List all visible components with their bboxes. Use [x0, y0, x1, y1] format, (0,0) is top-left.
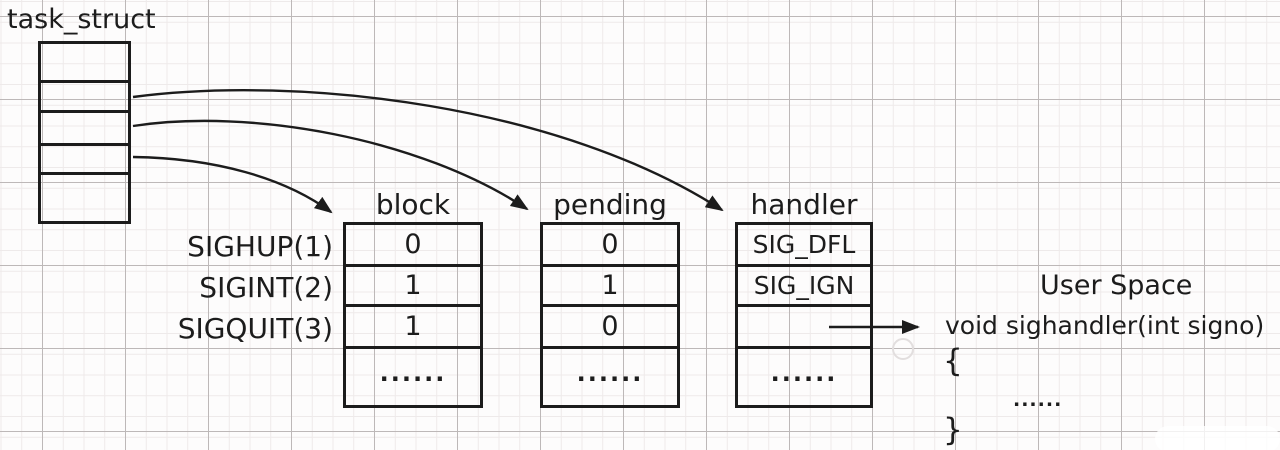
task-struct-cell-4 — [41, 143, 128, 172]
pending-cell-sigint: 1 — [543, 264, 677, 304]
handler-table: SIG_DFL SIG_IGN ...... — [735, 222, 873, 408]
task-struct-box — [38, 41, 131, 224]
function-body-ellipsis: ...... — [1013, 389, 1063, 411]
block-cell-ellipsis: ...... — [346, 346, 480, 405]
column-header-block: block — [375, 188, 451, 221]
block-cell-sigquit: 1 — [346, 304, 480, 346]
handler-cell-sigquit — [738, 304, 870, 346]
task-struct-cell-1 — [41, 44, 128, 80]
pending-cell-ellipsis: ...... — [543, 346, 677, 405]
arrow-task-to-block — [132, 155, 333, 214]
block-cell-sighup: 0 — [404, 229, 422, 260]
task-struct-cell-5 — [41, 172, 128, 221]
column-header-handler: handler — [750, 188, 858, 221]
open-brace: { — [943, 343, 963, 379]
user-space-title: User Space — [1040, 270, 1193, 301]
column-header-pending: pending — [553, 188, 667, 221]
task-struct-cell-3 — [41, 110, 128, 143]
watermark-blob — [1155, 426, 1280, 450]
pending-cell-sigquit: 0 — [543, 304, 677, 346]
task-struct-label: task_struct — [7, 4, 156, 35]
pending-table: 0 1 0 ...... — [540, 222, 680, 408]
signal-label-sigquit: SIGQUIT(3) — [177, 312, 333, 345]
watermark-circle — [892, 338, 914, 360]
signal-label-sigint: SIGINT(2) — [199, 271, 333, 304]
close-brace: } — [943, 412, 963, 448]
handler-cell-sigint: SIG_IGN — [738, 264, 870, 304]
block-cell-sigint: 1 — [346, 264, 480, 304]
signal-label-sighup: SIGHUP(1) — [187, 230, 333, 263]
handler-cell-ellipsis: ...... — [738, 346, 870, 405]
task-struct-cell-2 — [41, 80, 128, 110]
block-table: 0 1 1 ...... — [343, 222, 483, 408]
handler-cell-sighup: SIG_DFL — [752, 230, 856, 259]
sighandler-signature: void sighandler(int signo) — [945, 311, 1265, 340]
pending-cell-sighup: 0 — [601, 229, 619, 260]
